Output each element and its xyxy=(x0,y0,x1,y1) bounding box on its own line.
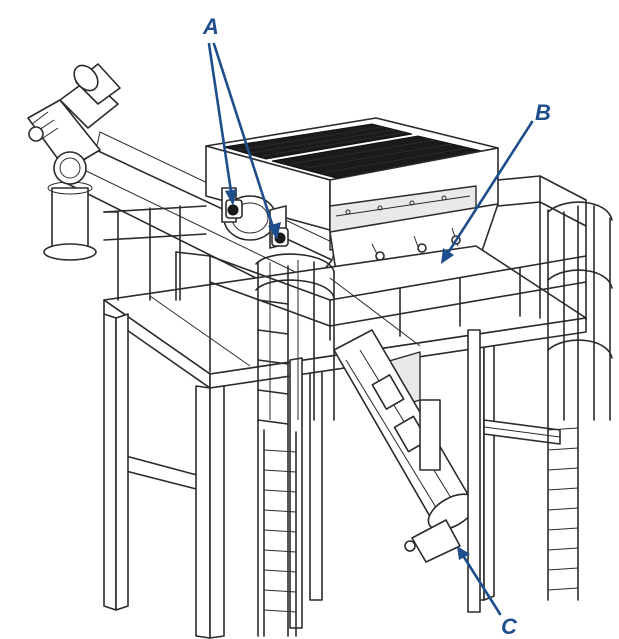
ladder-left xyxy=(255,253,335,637)
platform-deck xyxy=(103,245,587,389)
support-legs-front xyxy=(103,313,481,639)
guard-rails xyxy=(103,175,587,373)
callout-label-b: B xyxy=(535,100,551,125)
top-screen-left xyxy=(223,123,413,160)
discharge-chute xyxy=(333,329,477,563)
callout-label-a: A xyxy=(202,14,219,39)
arrow-b xyxy=(444,120,534,258)
callout-label-c: C xyxy=(501,614,518,639)
inclined-screw-conveyor xyxy=(27,63,337,301)
arrow-c xyxy=(460,552,502,616)
ladder-right xyxy=(547,201,613,601)
separator-body xyxy=(205,117,499,299)
arrow-a-left xyxy=(207,42,234,200)
callout-arrows xyxy=(207,42,534,616)
arrow-a-right xyxy=(212,42,276,232)
